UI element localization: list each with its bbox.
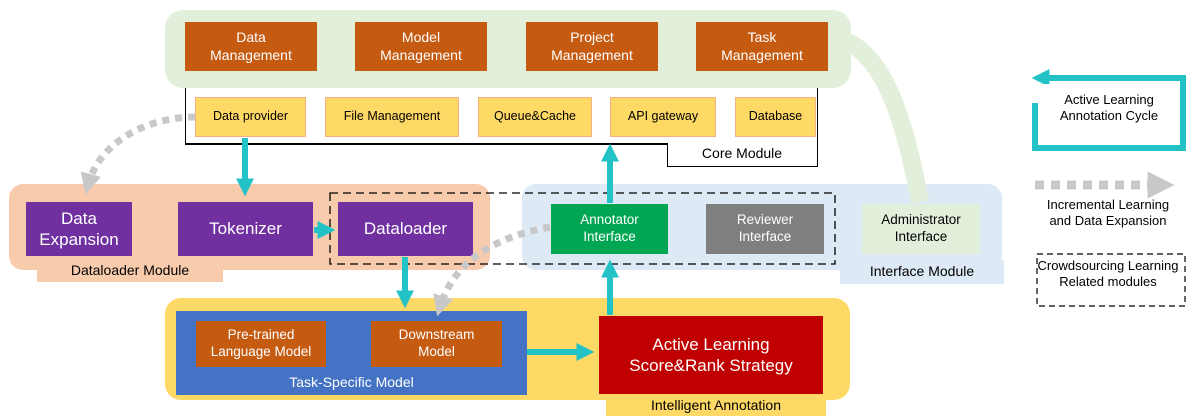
task-management-box[interactable]: Task Management	[696, 22, 828, 71]
dataloader-box[interactable]: Dataloader	[338, 202, 473, 256]
active-learning-box[interactable]: Active Learning Score&Rank Strategy	[599, 316, 823, 394]
provider-to-expansion-dotted-arrow	[80, 113, 196, 195]
annotator-to-downstream-dotted-arrow	[433, 223, 551, 317]
annotator-interface-box[interactable]: Annotator Interface	[551, 204, 668, 254]
crowdsourcing-legend-label: Crowdsourcing Learning Related modules	[1037, 257, 1179, 289]
model-management-box[interactable]: Model Management	[355, 22, 487, 71]
incremental-legend-label: Incremental Learning and Data Expansion	[1046, 196, 1170, 228]
tokenizer-box[interactable]: Tokenizer	[178, 202, 313, 256]
crowdsourcing-legend-icon	[1036, 253, 1186, 307]
pretrained-model-box[interactable]: Pre-trained Language Model	[196, 321, 326, 367]
cycle-legend-icon	[1031, 69, 1186, 151]
file-management-box[interactable]: File Management	[325, 97, 459, 137]
core-services-bottom-border-left	[185, 143, 668, 145]
task-specific-model-label: Task-Specific Model	[289, 374, 414, 391]
dataloader-module-label: Dataloader Module	[70, 262, 190, 279]
dataloader-module-label-bg	[37, 260, 223, 282]
data-management-box[interactable]: Data Management	[185, 22, 317, 71]
intelligent-annotation-label: Intelligent Annotation	[651, 396, 781, 413]
administrator-interface-box[interactable]: Administrator Interface	[862, 204, 980, 254]
database-box[interactable]: Database	[735, 97, 816, 137]
intelligent-annotation-label-bg	[606, 394, 826, 416]
interface-module-label: Interface Module	[869, 263, 975, 280]
interface-module-label-bg	[840, 260, 1004, 284]
cycle-legend-label: Active Learning Annotation Cycle	[1044, 84, 1174, 132]
project-management-box[interactable]: Project Management	[526, 22, 658, 71]
queue-cache-box[interactable]: Queue&Cache	[478, 97, 592, 137]
core-module-label: Core Module	[701, 145, 783, 162]
core-label-box	[667, 143, 818, 167]
crowdsourcing-region	[329, 192, 836, 265]
reviewer-interface-box[interactable]: Reviewer Interface	[706, 204, 824, 254]
data-expansion-box[interactable]: Data Expansion	[26, 202, 132, 256]
admin-to-core-curve	[843, 33, 929, 204]
data-provider-box[interactable]: Data provider	[195, 97, 306, 137]
downstream-model-box[interactable]: Downstream Model	[371, 321, 502, 367]
api-gateway-box[interactable]: API gateway	[610, 97, 716, 137]
